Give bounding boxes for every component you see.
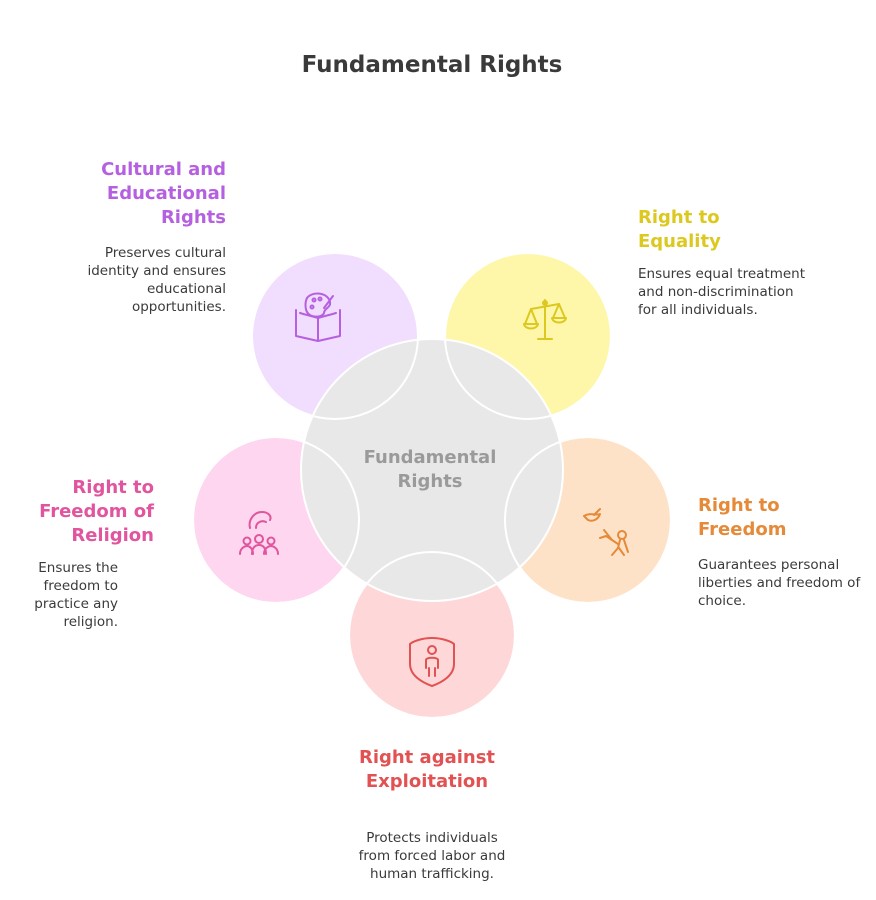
desc-equality: Ensures equal treatment and non-discrimi… [638,266,806,318]
diagram-title: Fundamental Rights [301,52,563,78]
heading-exploitation: Right against Exploitation [358,747,496,792]
heading-religion: Right to Freedom of Religion [39,477,154,546]
shield-person-icon [409,637,455,687]
heading-freedom: Right to Freedom [698,495,787,540]
heading-equality: Right to Equality [638,207,721,252]
dove-release-icon [583,508,629,556]
group-worship-icon [239,511,279,555]
desc-freedom: Guarantees personal liberties and freedo… [698,557,861,609]
palette-book-icon [295,292,341,342]
center-circle [300,338,564,602]
scales-icon [523,299,567,340]
center-label: Fundamental Rights [363,447,497,492]
desc-religion: Ensures the freedom to practice any reli… [34,560,118,630]
heading-cultural: Cultural and Educational Rights [101,159,226,228]
desc-exploitation: Protects individuals from forced labor a… [358,830,506,882]
desc-cultural: Preserves cultural identity and ensures … [87,245,226,315]
